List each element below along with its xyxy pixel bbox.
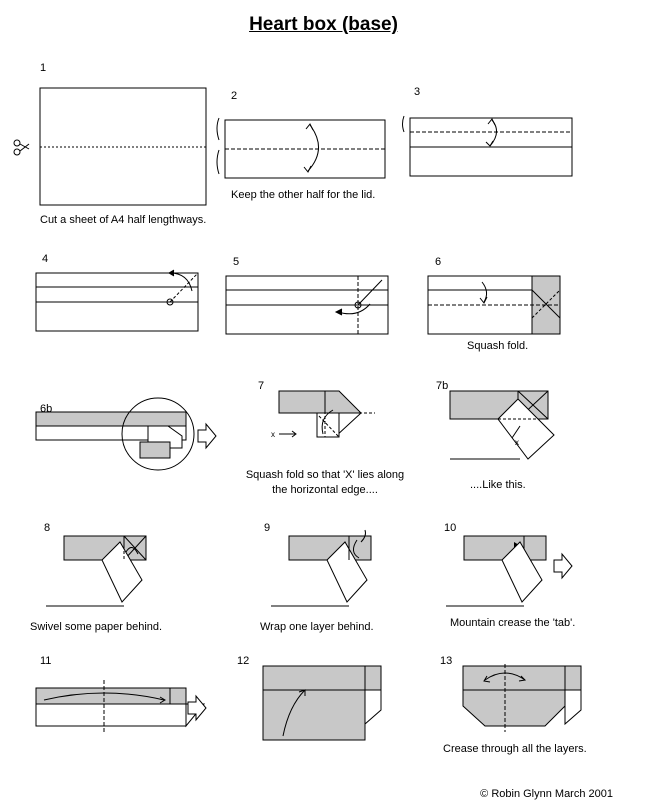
step-9-diagram (271, 529, 372, 607)
step-number-12: 12 (237, 655, 250, 667)
step-6-caption: Squash fold. (467, 340, 529, 352)
step-7b-diagram: x (449, 390, 555, 460)
page-title: Heart box (base) (249, 14, 398, 35)
marker-x: x (271, 430, 275, 439)
step-7-caption-line-2: the horizontal edge.... (272, 484, 378, 496)
step-number-1: 1 (40, 62, 47, 74)
copyright-footer: © Robin Glynn March 2001 (480, 788, 613, 800)
step-11-diagram (35, 680, 207, 734)
step-number-11: 11 (40, 655, 52, 667)
step-number-2: 2 (231, 90, 238, 102)
step-6-diagram (427, 275, 561, 335)
step-2-caption: Keep the other half for the lid. (231, 189, 376, 201)
step-number-10: 10 (444, 522, 457, 534)
arrow-right-icon (187, 694, 207, 722)
step-2-diagram (216, 117, 386, 179)
step-7b-caption: ....Like this. (470, 479, 526, 491)
scissors-icon (13, 139, 30, 156)
step-number-7b: 7b (436, 380, 449, 392)
arrow-right-icon (197, 422, 217, 450)
step-6b-diagram (35, 397, 217, 471)
step-13-caption: Crease through all the layers. (443, 743, 587, 755)
step-8-caption: Swivel some paper behind. (30, 621, 163, 633)
step-4-diagram (35, 269, 199, 332)
step-number-5: 5 (233, 256, 240, 268)
step-number-13: 13 (440, 655, 453, 667)
step-7-caption-line-1: Squash fold so that 'X' lies along (245, 469, 405, 481)
step-9-caption: Wrap one layer behind. (260, 621, 374, 633)
arrow-right-icon (553, 552, 573, 580)
step-7-caption: Squash fold so that 'X' lies along the h… (230, 468, 420, 498)
step-1-caption: Cut a sheet of A4 half lengthways. (40, 214, 207, 226)
step-5-diagram (225, 275, 389, 335)
step-number-8: 8 (44, 522, 51, 534)
step-number-7: 7 (258, 380, 265, 392)
step-number-3: 3 (414, 86, 421, 98)
step-number-9: 9 (264, 522, 271, 534)
step-3-diagram (402, 115, 573, 177)
marker-x-7b: x (515, 438, 519, 447)
step-7-diagram: x (271, 390, 375, 439)
step-10-diagram (446, 535, 573, 607)
step-10-caption: Mountain crease the 'tab'. (450, 617, 576, 629)
step-1-diagram (13, 87, 207, 206)
step-8-diagram (46, 535, 147, 607)
step-number-4: 4 (42, 253, 49, 265)
step-number-6: 6 (435, 256, 442, 268)
step-12-diagram (262, 665, 382, 741)
step-13-diagram (462, 664, 582, 732)
